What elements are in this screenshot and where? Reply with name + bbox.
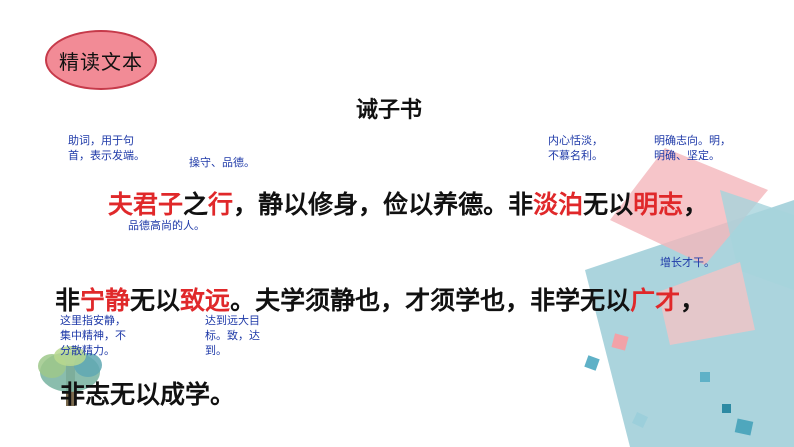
text-segment: 无以 — [130, 286, 181, 315]
deco-square-6 — [722, 404, 731, 413]
word-guangcai: 广才 — [630, 286, 681, 315]
deco-pink-small — [658, 262, 755, 345]
deco-square-1 — [584, 355, 600, 371]
deco-pink-large — [610, 148, 768, 265]
text-line-2: 非宁静无以致远。夫学须静也，才须学也，非学无以广才， — [55, 281, 705, 317]
deco-square-5 — [734, 418, 754, 436]
note-mingzhi: 明确志向。明，明确、坚定。 — [654, 134, 731, 162]
word-junzi: 君子 — [133, 190, 184, 219]
text-segment: ，静以修身，俭以养德。非 — [233, 190, 534, 219]
text-segment: 之 — [183, 190, 209, 219]
section-badge: 精读文本 — [45, 30, 157, 90]
text-line-3: 非志无以成学。 — [60, 380, 236, 409]
note-guangcai: 增长才干。 — [660, 256, 715, 269]
text-segment: 无以 — [583, 190, 634, 219]
text-line-1: 夫君子之行，静以修身，俭以养德。非淡泊无以明志， — [108, 185, 708, 221]
note-fu: 助词，用于句首，表示发端。 — [68, 134, 145, 162]
word-mingzhi: 明志 — [633, 190, 684, 219]
text-segment: 。夫学须静也，才须学也，非学无以 — [230, 286, 631, 315]
text-segment: 非 — [55, 286, 81, 315]
note-zhiyuan: 达到远大目标。致，达到。 — [205, 314, 260, 357]
page-title: 诫子书 — [356, 98, 423, 123]
note-junzi: 品德高尚的人。 — [128, 219, 205, 232]
deco-square-2 — [611, 333, 629, 351]
deco-square-3 — [700, 372, 710, 382]
text-segment: ， — [683, 190, 709, 219]
word-ningjing: 宁静 — [80, 286, 131, 315]
text-segment: ， — [680, 286, 706, 315]
word-danbo: 淡泊 — [533, 190, 584, 219]
word-xing: 行 — [208, 190, 234, 219]
word-zhiyuan: 致远 — [180, 286, 231, 315]
word-fu: 夫 — [108, 190, 134, 219]
tree-logo-icon — [38, 346, 102, 406]
note-xing: 操守、品德。 — [189, 156, 255, 169]
note-ningjing: 这里指安静，集中精神，不分散精力。 — [60, 314, 126, 357]
deco-square-4 — [632, 412, 648, 428]
note-danbo: 内心恬淡，不慕名利。 — [548, 134, 603, 162]
